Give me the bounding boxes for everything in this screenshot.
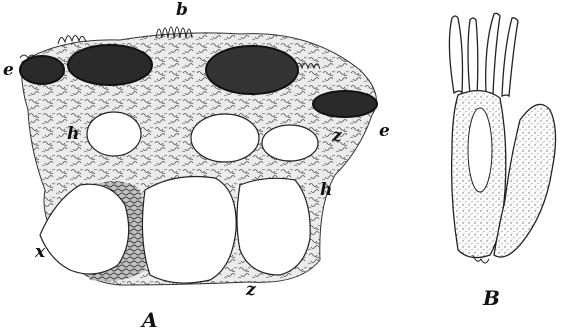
dark-cell-left <box>20 56 64 84</box>
label-h-left: h <box>67 126 79 143</box>
clear-cell-right <box>262 125 318 161</box>
panel-caption-a: A <box>142 310 158 330</box>
panel-b-drawing <box>449 13 555 263</box>
dark-cell-upper-left <box>68 45 152 85</box>
spore-stalks <box>449 13 518 96</box>
label-h-right: h <box>320 182 332 199</box>
basidium-vacuole <box>468 108 492 192</box>
clear-cell-large-right <box>237 178 310 275</box>
panel-caption-b: B <box>483 288 500 308</box>
clear-cell-h-left <box>87 112 141 156</box>
label-x: x <box>35 244 45 261</box>
label-z-mid: z <box>332 128 342 145</box>
clear-cell-large-center <box>142 177 236 284</box>
clear-cell-center <box>191 114 259 162</box>
label-z-bottom: z <box>246 282 256 299</box>
dark-cell-right <box>313 91 377 117</box>
dark-cell-upper-right <box>206 46 298 94</box>
label-e-right: e <box>379 123 390 140</box>
label-e-left: e <box>3 62 14 79</box>
label-b: b <box>176 2 188 19</box>
panel-a-drawing <box>20 27 377 285</box>
